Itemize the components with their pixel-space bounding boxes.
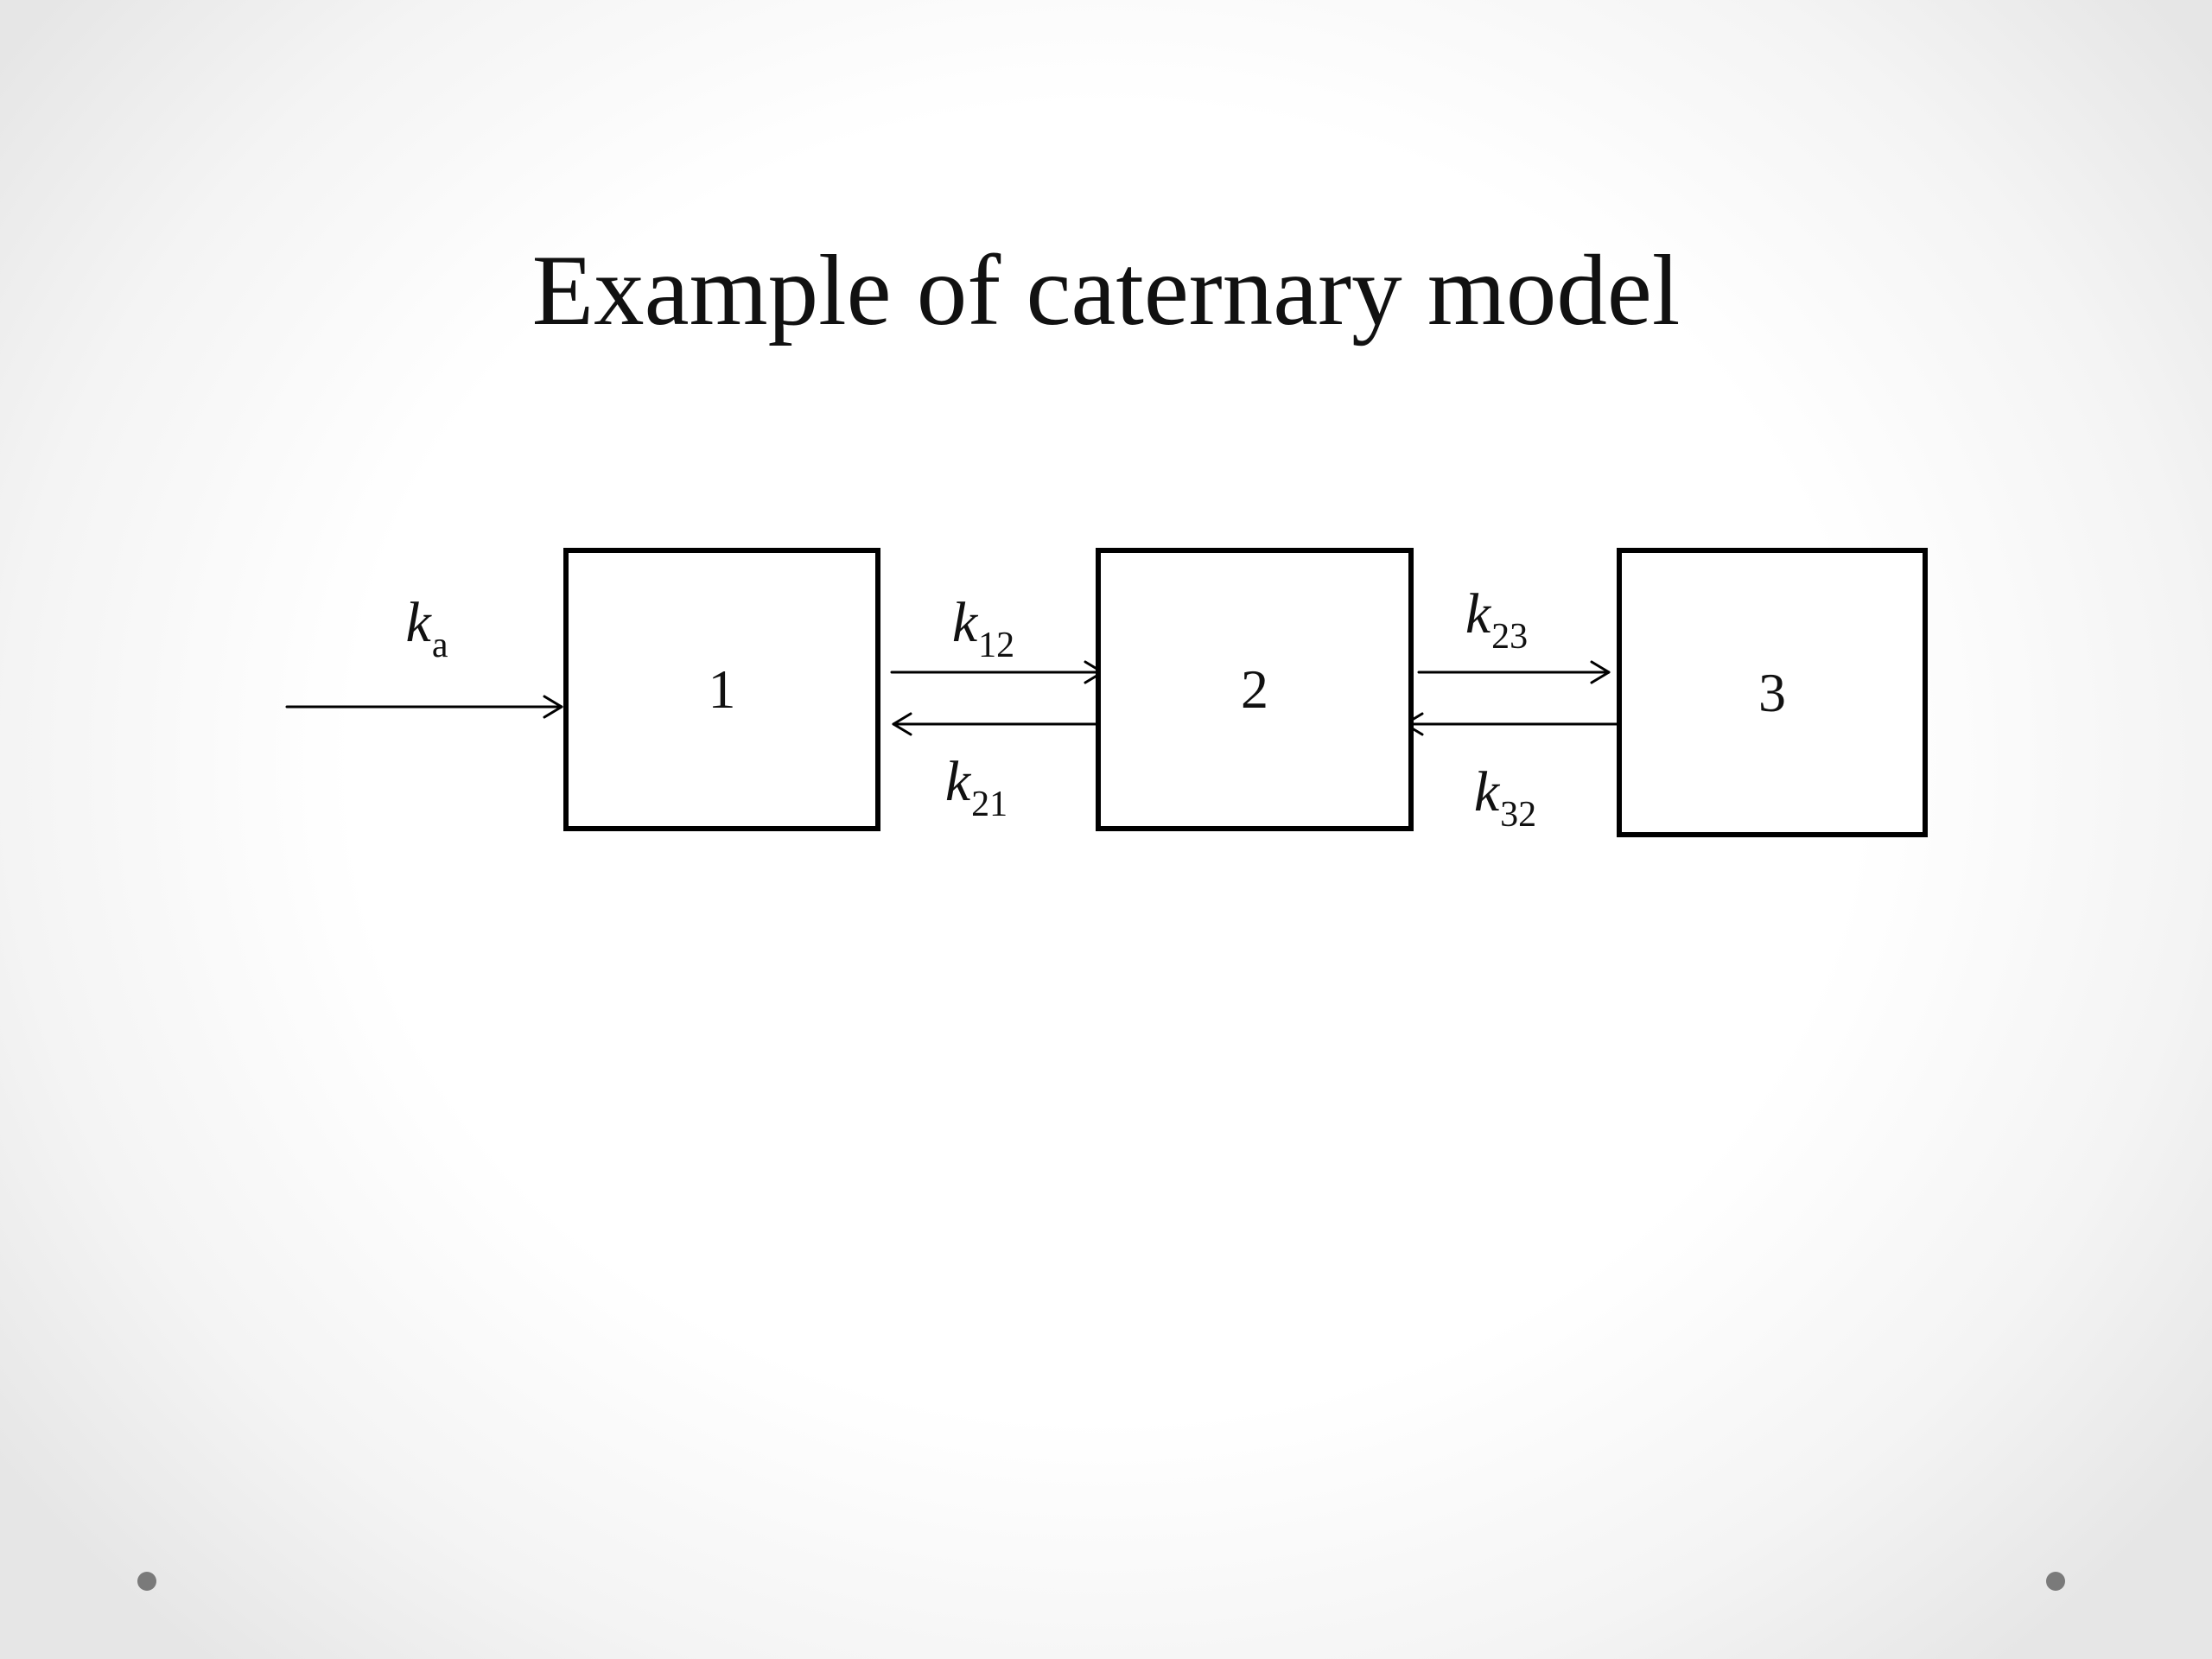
rate-k23: k23 xyxy=(1465,582,1528,658)
rate-ka: ka xyxy=(405,591,448,666)
rate-k32: k32 xyxy=(1473,760,1536,836)
compartment-3: 3 xyxy=(1617,548,1928,837)
rate-k21: k21 xyxy=(944,750,1007,825)
arrow-2-to-3 xyxy=(1417,660,1611,684)
compartment-1: 1 xyxy=(563,548,880,831)
rate-k12-symbol: k xyxy=(951,591,978,654)
rate-k32-symbol: k xyxy=(1473,760,1500,823)
arrow-input-to-1 xyxy=(285,695,563,719)
compartment-3-label: 3 xyxy=(1758,661,1786,723)
rate-ka-symbol: k xyxy=(405,591,431,654)
bottom-left-bullet-icon xyxy=(137,1572,156,1591)
rate-k12: k12 xyxy=(951,591,1014,666)
bottom-right-bullet-icon xyxy=(2046,1572,2065,1591)
arrow-3-to-2 xyxy=(1403,712,1619,736)
compartment-1-label: 1 xyxy=(708,658,736,720)
arrow-2-to-1 xyxy=(892,712,1099,736)
rate-k21-subscript: 21 xyxy=(971,785,1008,824)
compartment-2-label: 2 xyxy=(1241,658,1268,720)
rate-k32-subscript: 32 xyxy=(1500,795,1537,835)
compartment-2: 2 xyxy=(1096,548,1414,831)
rate-k23-subscript: 23 xyxy=(1491,617,1529,657)
rate-k23-symbol: k xyxy=(1465,582,1491,645)
rate-k21-symbol: k xyxy=(944,750,971,813)
rate-k12-subscript: 12 xyxy=(978,626,1015,665)
slide-title: Example of caternary model xyxy=(531,235,1681,346)
rate-ka-subscript: a xyxy=(431,626,448,665)
